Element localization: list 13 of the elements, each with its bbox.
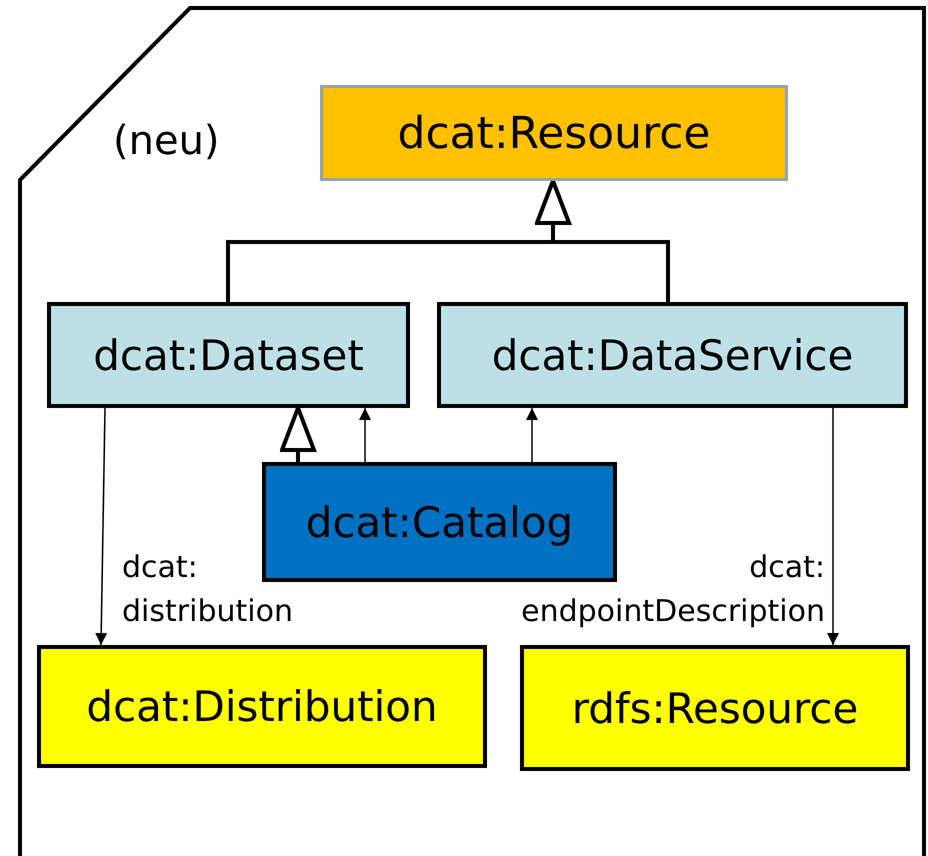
frame-label: (neu): [113, 118, 220, 164]
generalization-arrow: [280, 406, 316, 462]
association-arrow: [827, 408, 839, 645]
class-box: dcat:Resource: [320, 85, 788, 181]
class-box: dcat:DataService: [437, 302, 908, 408]
association-arrow: [95, 408, 108, 646]
generalization-arrow: [535, 179, 670, 302]
class-box: rdfs:Resource: [520, 645, 910, 771]
class-box: dcat:Catalog: [262, 462, 617, 582]
class-box: dcat:Dataset: [47, 302, 410, 408]
association-arrow: [526, 408, 538, 462]
association-arrow: [359, 408, 371, 462]
class-box: dcat:Distribution: [37, 645, 487, 768]
